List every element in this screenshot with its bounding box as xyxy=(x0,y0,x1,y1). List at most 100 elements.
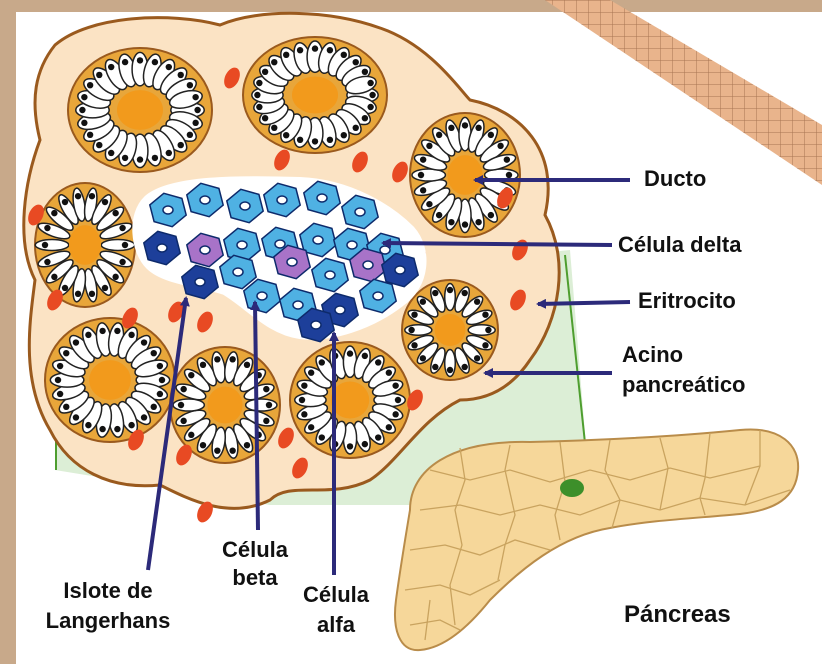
nucleus xyxy=(447,287,453,293)
nucleus xyxy=(244,362,250,368)
nucleus xyxy=(229,356,235,362)
nucleus xyxy=(462,122,468,128)
nucleus xyxy=(392,382,398,388)
nucleus xyxy=(178,72,184,78)
nucleus xyxy=(152,155,158,161)
nucleus xyxy=(87,132,93,138)
acinar-cell xyxy=(246,399,277,411)
nucleus xyxy=(485,327,491,333)
nucleus xyxy=(102,199,108,205)
nucleus xyxy=(418,172,424,178)
nucleus xyxy=(122,155,128,161)
nucleus xyxy=(436,212,442,218)
nucleus xyxy=(75,193,81,199)
nucleus xyxy=(85,422,91,428)
nucleus xyxy=(192,94,198,100)
nucleus xyxy=(482,311,488,317)
acinus xyxy=(290,342,410,458)
nucleus xyxy=(214,447,220,453)
nucleus xyxy=(194,107,200,113)
nucleus xyxy=(137,156,143,162)
nucleus xyxy=(112,210,118,216)
nucleus xyxy=(497,143,503,149)
nucleus xyxy=(474,355,480,361)
nucleus xyxy=(347,443,353,449)
nucleus xyxy=(81,120,87,126)
nucleus xyxy=(159,377,165,383)
nucleus xyxy=(271,125,277,131)
nucleus xyxy=(362,69,368,75)
nucleus xyxy=(87,82,93,88)
nucleus xyxy=(112,274,118,280)
nucleus xyxy=(308,370,314,376)
nucleus xyxy=(119,225,125,231)
nucleus xyxy=(96,72,102,78)
nucleus xyxy=(301,411,307,417)
nucleus xyxy=(114,426,120,432)
label-acino-line2: pancreático xyxy=(622,370,746,400)
nucleus xyxy=(99,328,105,334)
nucleus xyxy=(341,52,347,58)
nucleus xyxy=(192,120,198,126)
label-celula-delta: Célula delta xyxy=(618,232,741,258)
nucleus xyxy=(75,291,81,297)
label-ducto: Ducto xyxy=(644,166,706,192)
nucleus xyxy=(375,434,381,440)
nucleus xyxy=(62,199,68,205)
nucleus xyxy=(312,45,318,51)
nucleus xyxy=(327,137,333,143)
nucleus xyxy=(475,219,481,225)
duct-lumen xyxy=(435,314,466,346)
nucleus xyxy=(51,274,57,280)
acinar-cell xyxy=(101,240,134,251)
nucleus xyxy=(128,332,134,338)
nucleus xyxy=(108,64,114,70)
nucleus xyxy=(461,364,467,370)
nucleus xyxy=(262,69,268,75)
nucleus xyxy=(51,210,57,216)
nucleus xyxy=(475,125,481,131)
nucleus xyxy=(102,285,108,291)
nucleus xyxy=(395,397,401,403)
acinus xyxy=(243,37,387,153)
nucleus xyxy=(114,328,120,334)
nucleus xyxy=(482,342,488,348)
nucleus xyxy=(73,414,79,420)
duct-lumen xyxy=(89,360,131,400)
nucleus xyxy=(474,299,480,305)
arrow-celula-delta xyxy=(383,243,612,245)
nucleus xyxy=(283,52,289,58)
nucleus xyxy=(312,138,318,144)
nucleus xyxy=(81,94,87,100)
nucleus xyxy=(256,80,262,86)
nucleus xyxy=(367,104,373,110)
nucleus xyxy=(448,219,454,225)
nucleus xyxy=(420,187,426,193)
nucleus xyxy=(79,107,85,113)
nucleus xyxy=(411,311,417,317)
nucleus xyxy=(63,404,69,410)
label-islote: Islote de Langerhans xyxy=(26,576,190,636)
nucleus xyxy=(122,242,128,248)
duct-lumen xyxy=(447,155,482,195)
nucleus xyxy=(432,290,438,296)
nucleus xyxy=(283,132,289,138)
nucleus xyxy=(254,92,260,98)
duct-lumen xyxy=(207,386,242,423)
nucleus xyxy=(141,339,147,345)
nucleus xyxy=(420,299,426,305)
nucleus xyxy=(99,426,105,432)
nucleus xyxy=(319,359,325,365)
nucleus xyxy=(461,290,467,296)
nucleus xyxy=(200,362,206,368)
nucleus xyxy=(89,193,95,199)
nucleus xyxy=(353,125,359,131)
nucleus xyxy=(200,442,206,448)
label-acino: Acino pancreático xyxy=(622,340,746,400)
nucleus xyxy=(62,285,68,291)
acinus xyxy=(45,318,175,442)
nucleus xyxy=(362,115,368,121)
duct-lumen xyxy=(69,225,101,265)
nucleus xyxy=(89,291,95,297)
nucleus xyxy=(44,225,50,231)
